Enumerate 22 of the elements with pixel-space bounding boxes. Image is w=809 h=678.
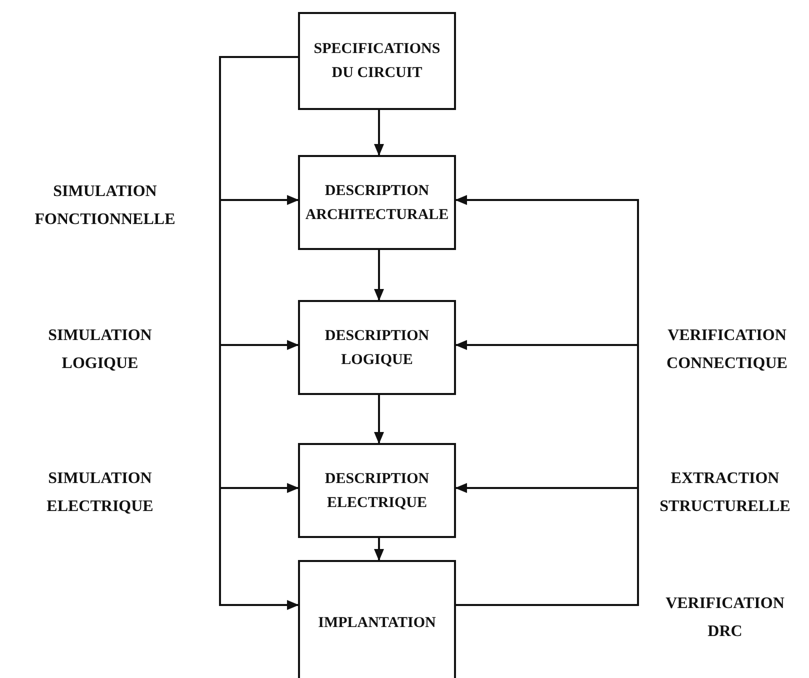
process-box [298,12,456,110]
process-box [298,300,456,395]
arrow [219,56,299,610]
arrow [374,250,384,301]
arrow [374,395,384,444]
box-label: DESCRIPTION LOGIQUE [324,326,430,370]
step-label: SIMULATION FONCTIONNELLE [34,182,176,230]
arrow [374,538,384,561]
box-label: DESCRIPTION ARCHITECTURALE [304,182,450,224]
step-label: SIMULATION ELECTRIQUE [46,469,154,517]
process-box [298,560,456,678]
step-label: SIMULATION LOGIQUE [47,326,153,374]
process-box [298,443,456,538]
arrow [374,110,384,156]
arrow [455,195,639,606]
step-label: EXTRACTION STRUCTURELLE [658,469,792,517]
box-label: SPECIFICATIONS DU CIRCUIT [312,40,442,83]
box-label: IMPLANTATION [318,614,436,632]
process-box [298,155,456,250]
step-label: VERIFICATION DRC [664,594,786,642]
box-label: DESCRIPTION ELECTRIQUE [324,470,430,512]
step-label: VERIFICATION CONNECTIQUE [666,326,788,374]
